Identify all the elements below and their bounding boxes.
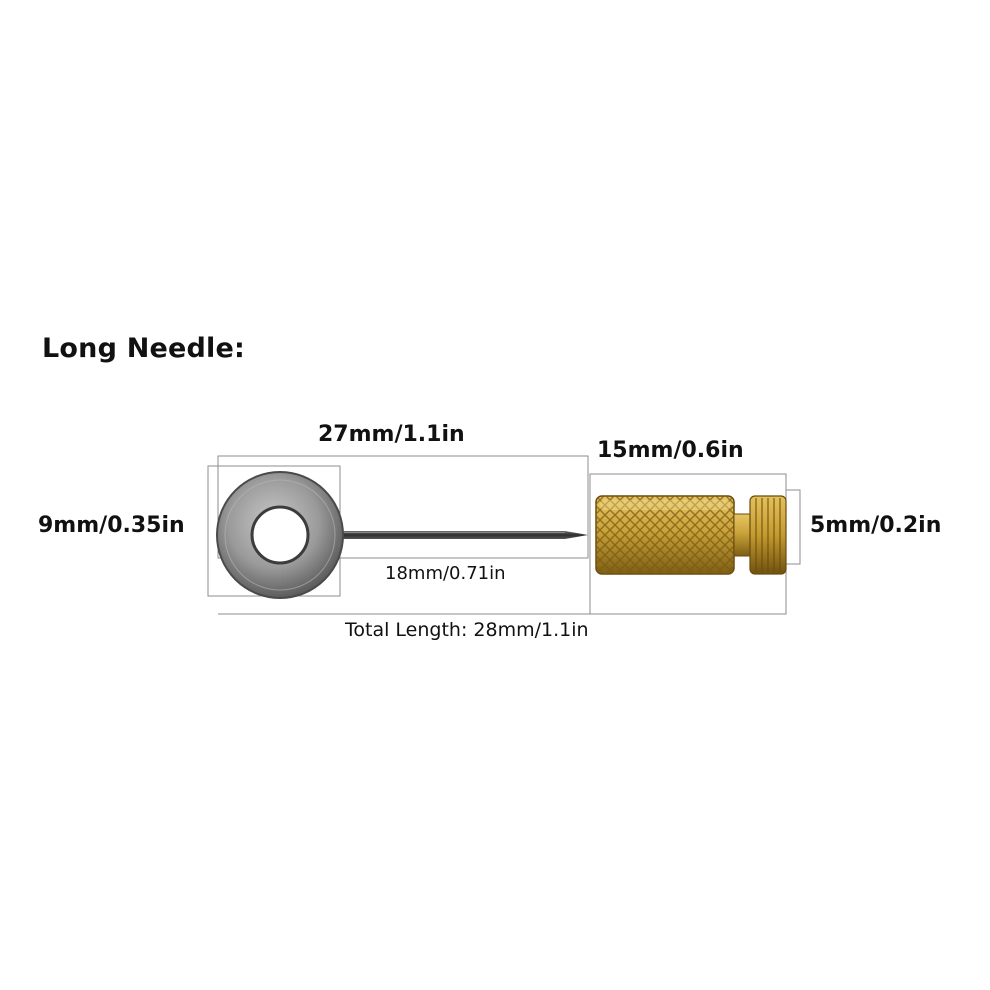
dimension-label-15mm: 15mm/0.6in	[597, 438, 744, 463]
diagram-title: Long Needle:	[42, 333, 246, 364]
dimension-label-9mm: 9mm/0.35in	[38, 513, 185, 538]
knurled-brass-holder	[595, 495, 787, 575]
needle-part	[330, 531, 588, 539]
dimension-label-27mm: 27mm/1.1in	[318, 422, 465, 447]
washer-part	[216, 471, 344, 599]
guide-box-5mm	[785, 489, 801, 565]
dimension-label-total: Total Length: 28mm/1.1in	[345, 619, 589, 641]
dimension-label-5mm: 5mm/0.2in	[810, 513, 942, 538]
dimension-label-18mm: 18mm/0.71in	[385, 563, 506, 584]
guide-box-27mm	[217, 455, 589, 559]
